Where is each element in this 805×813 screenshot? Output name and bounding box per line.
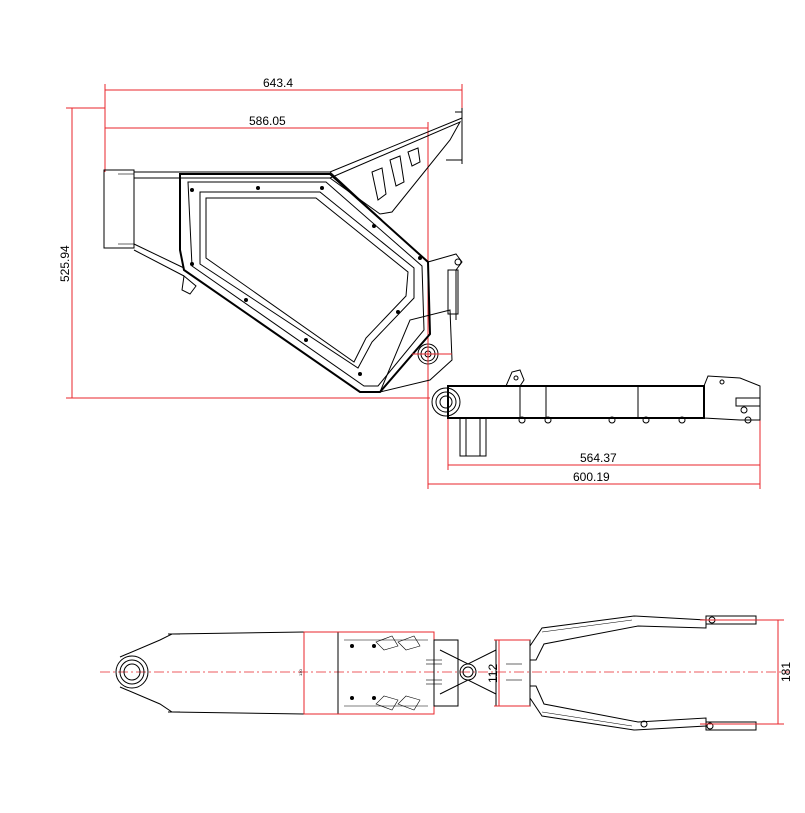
dimension-overall-length: 643.4 bbox=[104, 76, 463, 172]
frame-reference-box bbox=[303, 631, 435, 715]
dimension-swingarm-overall-label: 600.19 bbox=[573, 470, 610, 484]
swingarm-pivot bbox=[412, 338, 452, 370]
main-frame bbox=[133, 173, 463, 393]
dimension-swingarm-outer: 181 bbox=[700, 619, 793, 725]
dimension-swingarm-overall: 600.19 bbox=[427, 398, 761, 489]
vent-slot-3 bbox=[407, 147, 421, 167]
top-view: 130 bbox=[100, 615, 793, 731]
dimension-overall-length-label: 643.4 bbox=[263, 76, 293, 90]
vent-slot-1 bbox=[371, 167, 387, 201]
top-rail bbox=[134, 108, 463, 221]
rear-gusset bbox=[328, 120, 462, 215]
dimension-swingarm-inner-label: 112 bbox=[486, 664, 500, 683]
top-swingarm-legs bbox=[529, 615, 757, 731]
top-head-tube bbox=[115, 631, 305, 715]
dimension-swingarm-length: 564.37 bbox=[447, 395, 761, 470]
top-pivot bbox=[433, 639, 531, 707]
head-tube bbox=[103, 169, 135, 249]
side-view: 643.4 586.05 525.94 564.37 600.19 bbox=[58, 76, 761, 489]
dimension-height-label: 525.94 bbox=[58, 245, 72, 282]
swingarm-side bbox=[431, 369, 761, 457]
dimension-swingarm-inner: 112 bbox=[486, 639, 530, 707]
dimension-height: 525.94 bbox=[58, 107, 430, 399]
top-frame-body: 130 bbox=[298, 631, 442, 715]
dimension-swingarm-length-label: 564.37 bbox=[580, 451, 617, 465]
dimension-frame-length-label: 586.05 bbox=[249, 114, 286, 128]
vent-slot-2 bbox=[389, 155, 405, 187]
dimension-swingarm-outer-label: 181 bbox=[779, 662, 793, 682]
frame-width-label: 130 bbox=[298, 669, 303, 676]
